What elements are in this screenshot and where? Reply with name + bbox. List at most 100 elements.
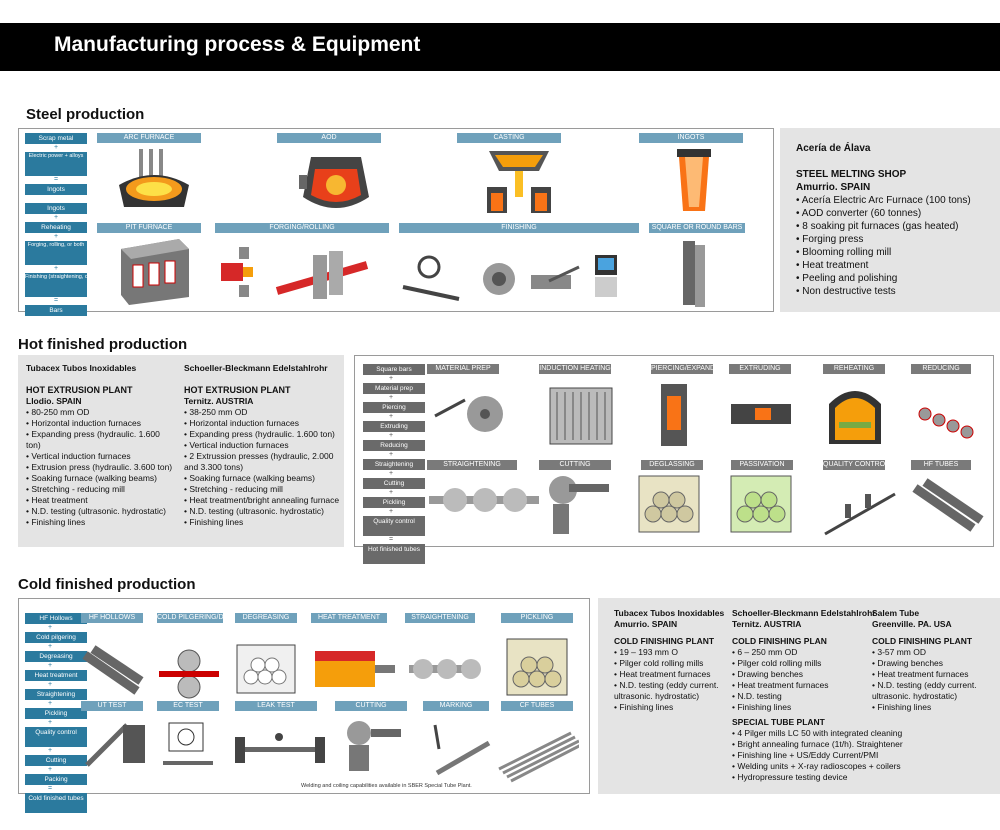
hot-illustrations xyxy=(429,384,984,536)
list-item: Finishing line + US/Eddy Current/PMI xyxy=(732,750,878,761)
steel-info-panel: Acería de Álava STEEL MELTING SHOP Amurr… xyxy=(780,128,1000,312)
list-item: Finishing lines xyxy=(732,702,868,713)
hf-hollows-illustration xyxy=(82,645,144,695)
quality-control-illustration xyxy=(824,492,896,536)
list-item: 8 soaking pit furnaces (gas heated) xyxy=(796,220,984,233)
list-item: Heat treatment furnaces xyxy=(614,669,730,680)
label-material-prep: MATERIAL PREP xyxy=(427,364,499,374)
hot-c1-company: Tubacex Tubos Inoxidables xyxy=(26,363,137,373)
hot-info-panel: Tubacex Tubos Inoxidables HOT EXTRUSION … xyxy=(18,355,344,547)
flow-step: Cutting xyxy=(363,478,425,489)
ec-test-illustration xyxy=(163,722,213,765)
list-item: Stretching - reducing mill xyxy=(26,484,176,495)
degreasing-illustration xyxy=(236,644,296,694)
label-straightening-cold: STRAIGHTENING xyxy=(405,613,475,623)
list-item: 19 – 193 mm O xyxy=(614,647,730,658)
list-item: Heat treatment xyxy=(26,495,176,506)
flow-operator: + xyxy=(47,624,53,631)
cold-footnote: Welding and coiling capabilities availab… xyxy=(301,783,472,789)
flow-operator: + xyxy=(47,700,53,707)
cold-c2-special: SPECIAL TUBE PLANT xyxy=(732,717,825,727)
flow-operator: + xyxy=(388,413,394,420)
list-item: Heat treatment/bright annealing furnace xyxy=(184,495,340,506)
list-item: 38-250 mm OD xyxy=(184,407,340,418)
list-item: N.D. testing (eddy current. ultrasonic. … xyxy=(872,680,996,702)
straightening-illustration xyxy=(429,488,539,512)
steel-shop-title: STEEL MELTING SHOP xyxy=(796,169,907,180)
heat-treatment-illustration xyxy=(315,651,395,687)
flow-step: Heat treatment xyxy=(25,670,87,681)
list-item: Acería Electric Arc Furnace (100 tons) xyxy=(796,194,984,207)
label-square-round-bars: SQUARE OR ROUND BARS xyxy=(649,223,745,233)
list-item: Soaking furnace (walking beams) xyxy=(184,473,340,484)
list-item: AOD converter (60 tonnes) xyxy=(796,207,984,220)
label-pit-furnace: PIT FURNACE xyxy=(97,223,201,233)
label-degreasing: DEGREASING xyxy=(235,613,297,623)
hot-c1-plant: HOT EXTRUSION PLANT xyxy=(26,385,133,395)
label-reducing: REDUCING xyxy=(911,364,971,374)
flow-step: Finishing (straightening, cutting, peeli… xyxy=(25,273,87,297)
bars-illustration xyxy=(683,241,705,307)
cold-section-title: Cold finished production xyxy=(18,576,196,593)
hot-c2-place: Ternitz. AUSTRIA xyxy=(184,396,254,406)
flow-operator: + xyxy=(47,643,53,650)
flow-step: Piercing xyxy=(363,402,425,413)
cold-col-sber: Schoeller-Bleckmann Edelstahlrohr Ternit… xyxy=(732,608,903,783)
pickling-illustration xyxy=(506,638,568,696)
flow-operator: + xyxy=(53,144,59,151)
straightening-cold-illustration xyxy=(409,659,481,679)
flow-operator: + xyxy=(388,432,394,439)
label-hf-tubes: HF TUBES xyxy=(911,460,971,470)
steel-steps: Scrap metal+Electric power + alloys=Ingo… xyxy=(25,133,87,316)
list-item: Horizontal induction furnaces xyxy=(26,418,176,429)
flow-step: Cold finished tubes xyxy=(25,793,87,813)
flow-operator: + xyxy=(53,233,59,240)
label-leak-test: LEAK TEST xyxy=(235,701,317,711)
deglassing-illustration xyxy=(638,475,700,533)
list-item: 3-57 mm OD xyxy=(872,647,996,658)
leak-test-illustration xyxy=(235,733,325,763)
flow-operator: + xyxy=(388,451,394,458)
flow-operator xyxy=(25,195,87,203)
flow-operator: + xyxy=(388,394,394,401)
label-reheating: REHEATING xyxy=(823,364,885,374)
list-item: Vertical induction furnaces xyxy=(26,451,176,462)
label-pickling: PICKLING xyxy=(501,613,573,623)
reheating-illustration xyxy=(829,391,881,444)
flow-operator: + xyxy=(388,375,394,382)
header-bar: Manufacturing process & Equipment xyxy=(0,23,1000,71)
page-title: Manufacturing process & Equipment xyxy=(54,33,421,56)
cold-panel: HF Hollows+Cold pilgering+Degreasing+Hea… xyxy=(18,598,590,813)
list-item: Pilger cold rolling mills xyxy=(614,658,730,669)
finishing-illustration xyxy=(402,255,617,301)
induction-heating-illustration xyxy=(549,387,613,445)
label-hf-hollows: HF HOLLOWS xyxy=(81,613,143,623)
flow-step: Hot finished tubes xyxy=(363,544,425,564)
list-item: Vertical induction furnaces xyxy=(184,440,340,451)
flow-step: Quality control xyxy=(363,516,425,536)
passivation-illustration xyxy=(730,475,792,533)
list-item: N.D. testing (ultrasonic. hydrostatic) xyxy=(184,506,340,517)
casting-illustration xyxy=(487,151,551,213)
label-forging-rolling: FORGING/ROLLING xyxy=(215,223,389,233)
label-casting: CASTING xyxy=(457,133,561,143)
cold-col-salem: Salem Tube Greenville. PA. USA COLD FINI… xyxy=(872,608,996,713)
hot-col-sber: Schoeller-Bleckmann Edelstahlrohr HOT EX… xyxy=(184,363,340,528)
cold-c1-items: 19 – 193 mm OPilger cold rolling millsHe… xyxy=(614,647,730,713)
cold-c2-special-items: 4 Pilger mills LC 50 with integrated cle… xyxy=(732,728,902,783)
flow-step: Reducing xyxy=(363,440,425,451)
list-item: Finishing lines xyxy=(872,702,996,713)
label-induction-heating: INDUCTION HEATING xyxy=(539,364,611,374)
flow-step: Degreasing xyxy=(25,651,87,662)
list-item: Forging press xyxy=(796,233,984,246)
flow-step: Bars xyxy=(25,305,87,316)
pit-furnace-illustration xyxy=(121,239,189,305)
cold-illustrations xyxy=(82,638,579,783)
label-ingots: INGOTS xyxy=(639,133,743,143)
list-item: Stretching - reducing mill xyxy=(184,484,340,495)
material-prep-illustration xyxy=(434,396,503,432)
list-item: Drawing benches xyxy=(872,658,996,669)
steel-section-title: Steel production xyxy=(26,106,145,123)
forging-rolling-illustration xyxy=(221,247,369,299)
label-quality-control: QUALITY CONTROL xyxy=(823,460,885,470)
